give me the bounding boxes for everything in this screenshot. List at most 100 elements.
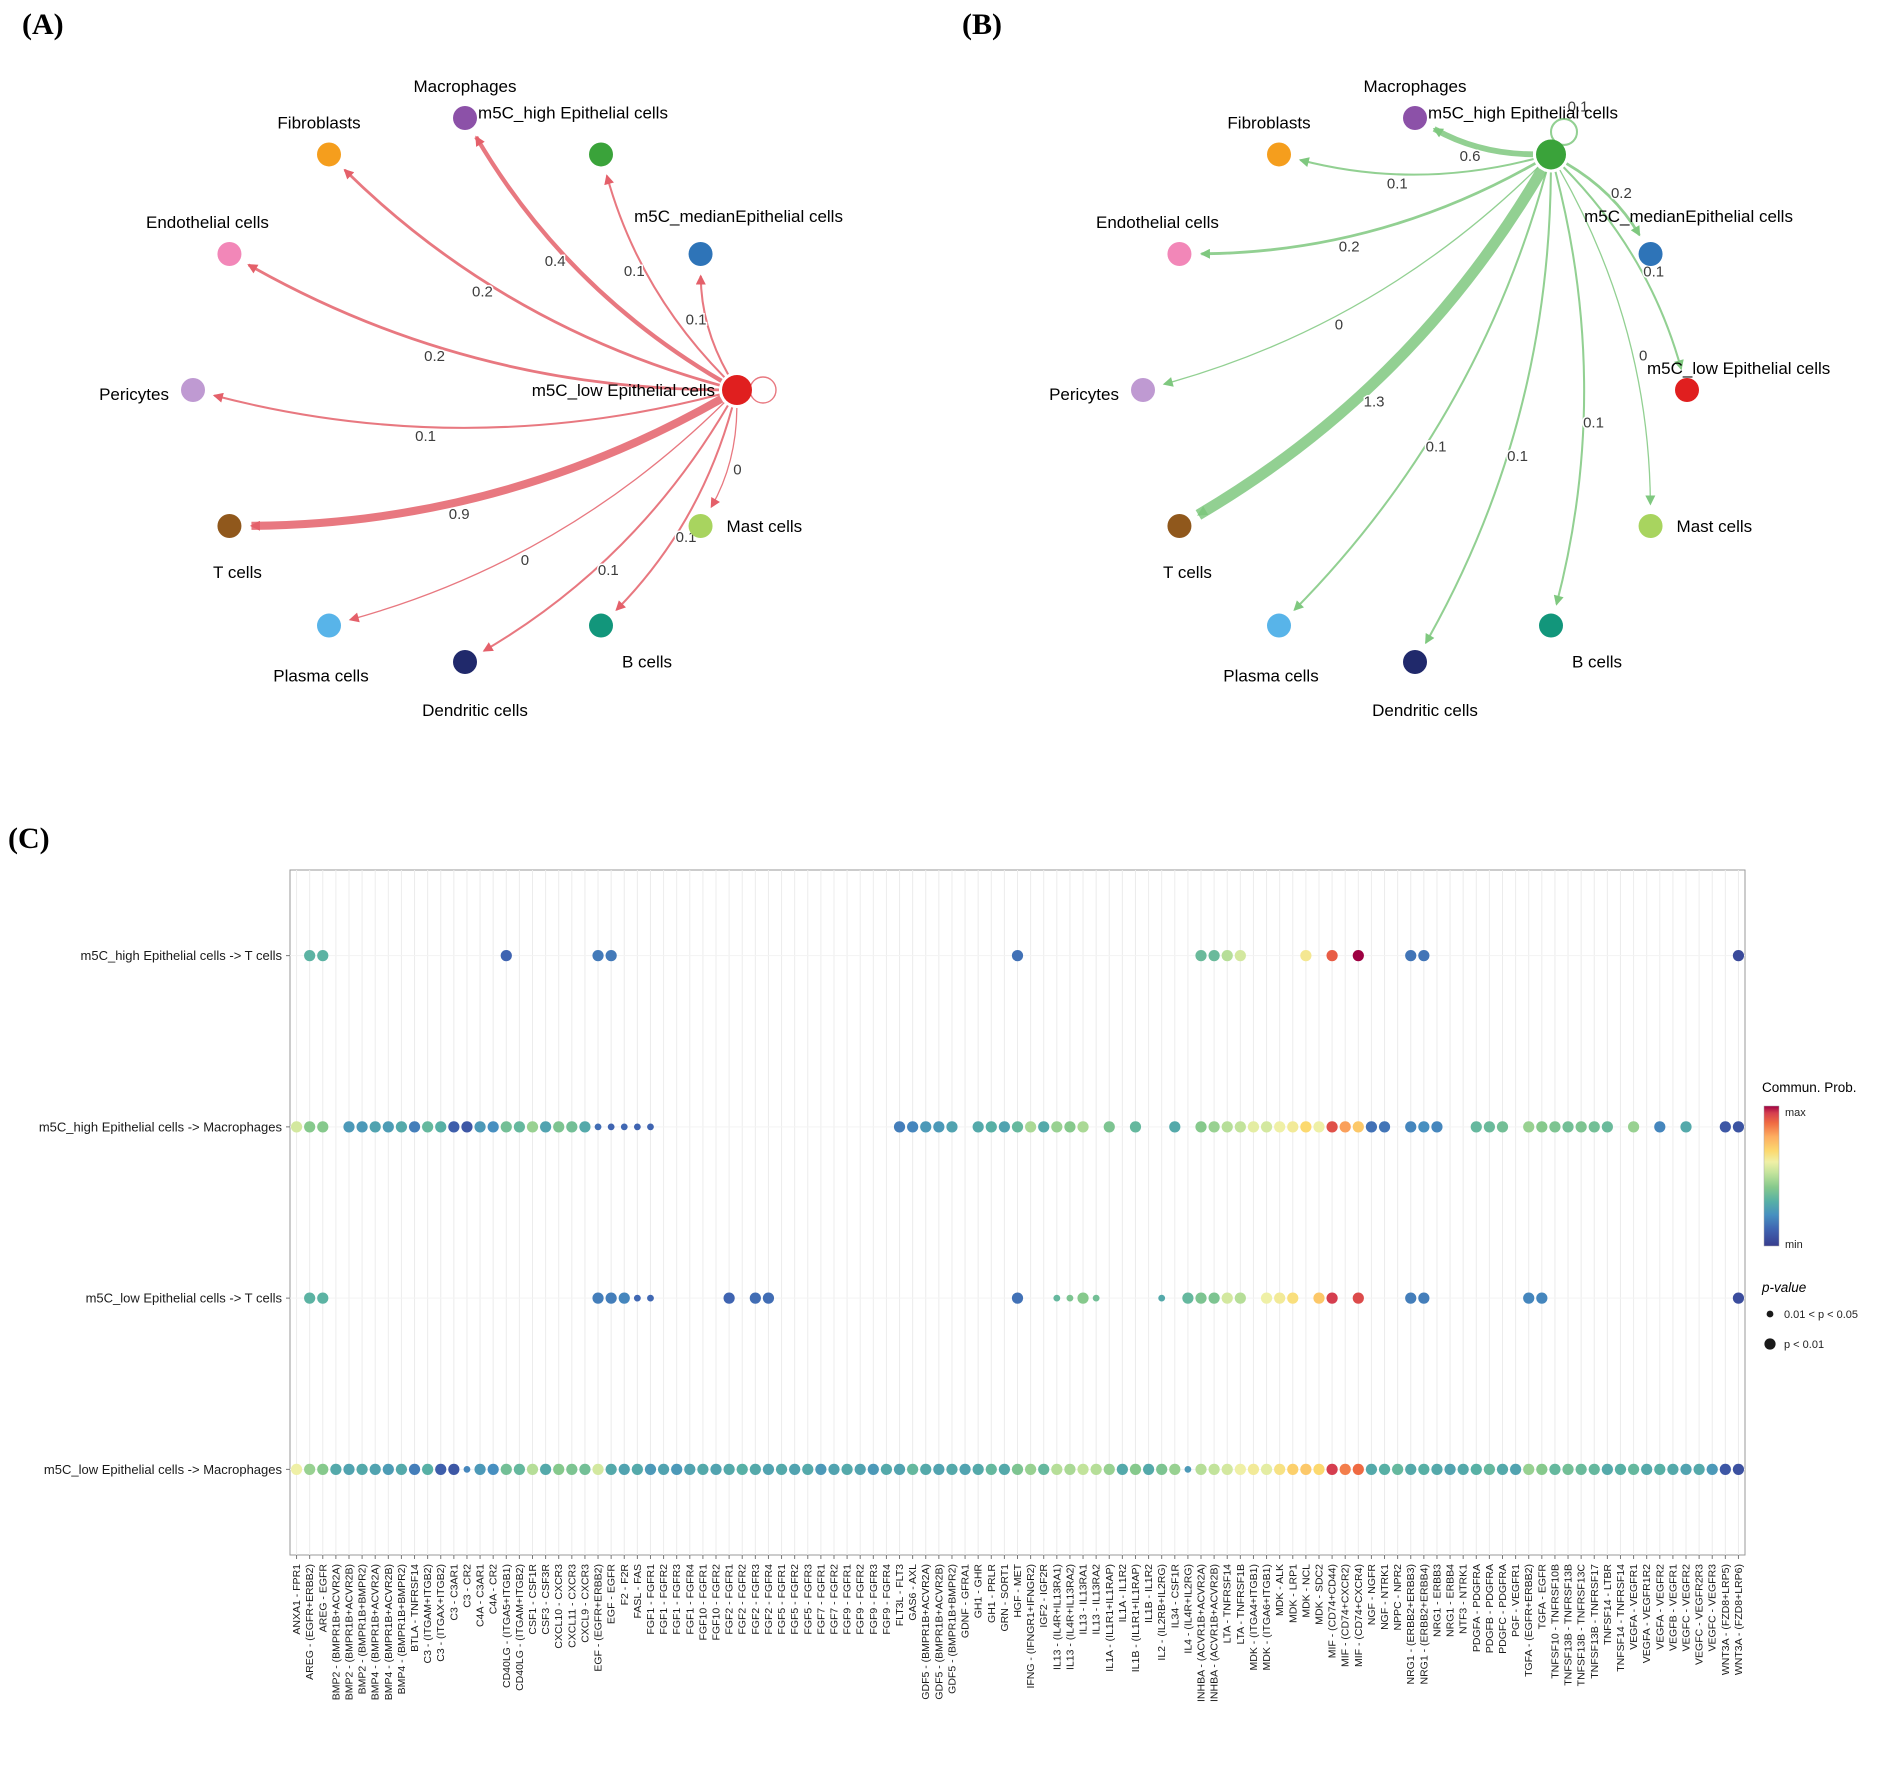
bubble-dot (1693, 1463, 1705, 1475)
bubble-dot (933, 1463, 945, 1475)
bubble-dot (1208, 1463, 1220, 1475)
cell-label-t-cells: T cells (213, 563, 262, 582)
bubble-dot (1011, 1463, 1024, 1475)
cell-node-plasma-cells (317, 613, 341, 638)
cell-label-m5c-medianepithelial-cells: m5C_medianEpithelial cells (634, 207, 843, 226)
edge-weight-mast-cells: 0 (1639, 348, 1647, 365)
bubble-dot (1038, 1121, 1050, 1133)
bubble-dot (1234, 1121, 1246, 1133)
x-axis-label: TNFSF13B - TNFRSF13C (1576, 1564, 1588, 1687)
x-axis-label: IL13 - IL13RA1 (1078, 1564, 1090, 1635)
bubble-dot (1549, 1463, 1561, 1475)
x-axis-label: INHBA - (ACVR1B+ACVR2B) (1209, 1564, 1221, 1702)
bubble-dot (618, 1463, 630, 1475)
edge-to-plasma-cells (1293, 171, 1548, 611)
bubble-dot (290, 1121, 303, 1133)
x-axis-label: IGF2 - IGF2R (1038, 1564, 1050, 1628)
x-axis-label: NRG1 - (ERBB2+ERBB3) (1405, 1564, 1417, 1685)
bubble-dot (369, 1463, 381, 1475)
bubble-dot (1352, 1121, 1364, 1133)
bubble-dot (1352, 1463, 1364, 1475)
pvalue-large-dot (1764, 1338, 1776, 1350)
edge-to-pericytes (1162, 166, 1539, 387)
edge-weight-dendritic-cells: 0.1 (1507, 448, 1528, 465)
bubble-dot (395, 1463, 408, 1475)
x-axis-label: MIF - (CD74+CXCR4) (1353, 1564, 1365, 1667)
bubble-dot (1496, 1463, 1509, 1475)
x-axis-label: LTA - TNFRSF1B (1235, 1564, 1247, 1645)
bubble-dot (1158, 1294, 1166, 1302)
x-axis-label: CD40LG - (ITGA5+ITGB1) (501, 1564, 513, 1688)
bubble-dot (513, 1463, 525, 1475)
cell-label-m5c-high-epithelial-cells: m5C_high Epithelial cells (478, 103, 668, 122)
bubble-dot (1536, 1463, 1548, 1475)
edge-to-fibroblasts (1298, 157, 1534, 176)
cell-label-fibroblasts: Fibroblasts (1227, 113, 1310, 132)
cell-node-m5c-medianepithelial-cells (688, 242, 713, 266)
bubble-dot (487, 1463, 499, 1475)
x-axis-label: IL4 - (IL4R+IL2RG) (1182, 1564, 1194, 1654)
bubble-dot (605, 950, 617, 962)
bubble-dot (1274, 1292, 1286, 1304)
cell-label-mast-cells: Mast cells (1677, 517, 1753, 536)
x-axis-label: VEGFC - VEGFR3 (1707, 1564, 1719, 1652)
bubble-dot (1025, 1463, 1037, 1475)
edge-weight-m5c-high-epithelial-cells: 0.1 (624, 263, 645, 280)
edge-to-m5c-high-epithelial-cells (604, 174, 726, 378)
edge-weight-plasma-cells: 0.1 (1426, 439, 1447, 456)
bubble-dot (408, 1121, 421, 1133)
bubble-dot (1169, 1121, 1181, 1133)
edge-to-dendritic-cells (482, 405, 729, 652)
bubble-dot (1195, 950, 1207, 962)
edge-weight-pericytes: 0 (1335, 317, 1343, 334)
x-axis-label: TNFSF13B - TNFRSF13B (1563, 1564, 1575, 1686)
x-axis-label: AREG - (EGFR+ERBB2) (304, 1564, 316, 1680)
edge-weight-mast-cells: 0 (733, 461, 741, 478)
x-axis-label: WNT3A - (FZD8+LRP6) (1733, 1564, 1745, 1675)
y-axis-label: m5C_low Epithelial cells -> Macrophages (44, 1462, 283, 1477)
pvalue-small-dot (1766, 1310, 1774, 1318)
bubble-dot (607, 1123, 615, 1131)
cell-label-pericytes: Pericytes (99, 385, 169, 404)
bubble-dot (644, 1463, 657, 1475)
cell-node-m5c-high-epithelial-cells (589, 142, 613, 167)
cell-node-mast-cells (1638, 514, 1663, 538)
edge-weight-fibroblasts: 0.2 (472, 284, 493, 301)
edge-to-m5c-low-epithelial-cells (1562, 166, 1684, 371)
bubble-dot (1378, 1121, 1391, 1133)
nodes (1131, 106, 1699, 674)
bubble-dot (304, 1292, 316, 1304)
bubble-dot (435, 1463, 447, 1475)
bubble-dot (1365, 1463, 1378, 1475)
bubble-dot (723, 1463, 735, 1475)
x-axis-label: LTA - TNFRSF14 (1222, 1564, 1234, 1644)
bubble-dot (1680, 1121, 1692, 1133)
edge-weight-b-cells: 0.1 (1583, 415, 1604, 432)
bubble-dot (513, 1121, 525, 1133)
x-axis-label: GRN - SORT1 (999, 1564, 1011, 1632)
bubble-dot (972, 1121, 984, 1133)
bubble-dot (1313, 1463, 1325, 1475)
bubble-dot (1103, 1463, 1115, 1475)
cell-label-m5c-low-epithelial-cells: m5C_low Epithelial cells (532, 381, 715, 400)
bubble-dot (474, 1121, 486, 1133)
bubble-dot (1195, 1463, 1207, 1475)
bubble-dot (343, 1463, 355, 1475)
bubble-dot (697, 1463, 709, 1475)
bubble-dots (290, 950, 1745, 1475)
bubble-dot (1431, 1121, 1443, 1133)
edge-weight-dendritic-cells: 0.1 (598, 562, 619, 579)
x-axis-label: MDK - (ITGA6+ITGB1) (1261, 1564, 1273, 1670)
bubble-dot (1234, 1463, 1246, 1475)
x-axis-label: FGF1 - FGFR1 (645, 1564, 657, 1635)
bubble-dot (526, 1463, 539, 1475)
x-axis-label: PDGFB - PDGFRA (1484, 1564, 1496, 1653)
bubble-dot (1208, 1121, 1220, 1133)
bubble-dot (1457, 1463, 1469, 1475)
edge-to-t-cells (249, 395, 724, 531)
bubble-dot (762, 1463, 775, 1475)
cell-node-dendritic-cells (1403, 650, 1427, 674)
cell-node-pericytes (181, 378, 205, 402)
bubble-dot (946, 1463, 958, 1475)
bubble-dot (723, 1292, 735, 1304)
